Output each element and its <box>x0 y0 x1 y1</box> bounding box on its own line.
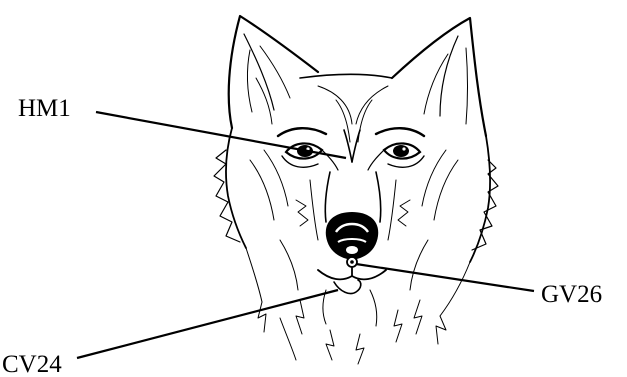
right-eye <box>368 143 424 170</box>
label-gv26: GV26 <box>541 281 602 308</box>
acupoint-labels: HM1 GV26 CV24 <box>2 95 602 377</box>
nose <box>326 212 378 260</box>
leader-line-hm1 <box>96 112 346 158</box>
label-hm1: HM1 <box>18 95 71 122</box>
philtrum <box>318 257 386 279</box>
label-cv24: CV24 <box>2 351 62 377</box>
leader-line-gv26 <box>356 264 534 291</box>
